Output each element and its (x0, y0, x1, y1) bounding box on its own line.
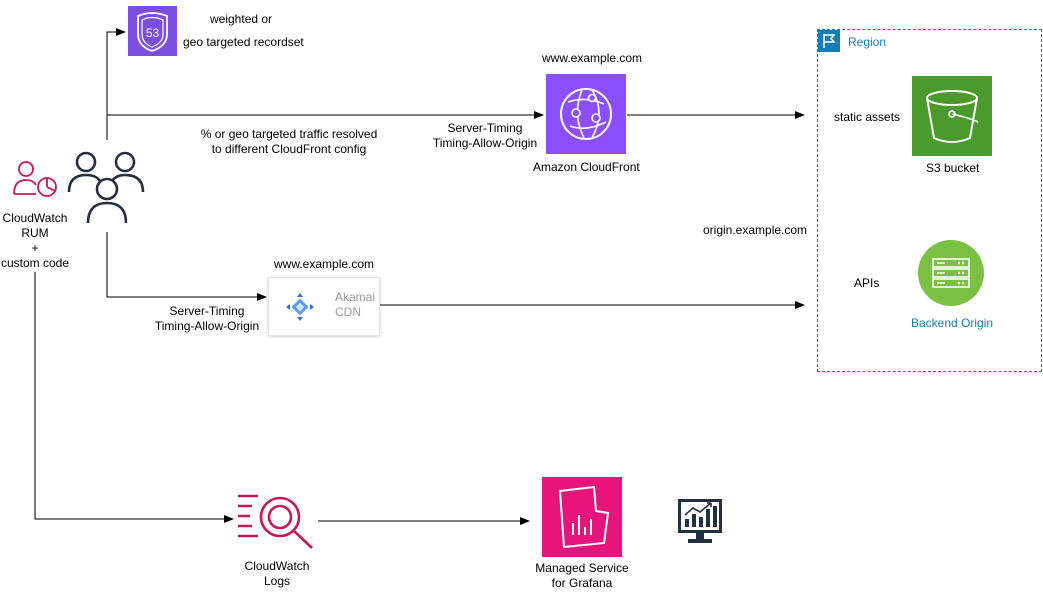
cloudfront-domain: www.example.com (542, 51, 643, 65)
region-boundary: Region (817, 29, 1042, 372)
rum-to-logs-line (34, 272, 234, 523)
cf-header-timing-allow-origin: Timing-Allow-Origin (432, 136, 538, 150)
cloudfront-icon (546, 74, 626, 154)
cloudwatch-logs-label-line1: CloudWatch (244, 559, 310, 573)
cf-header-server-timing: Server-Timing (447, 121, 523, 135)
route53-badge: 53 (146, 26, 160, 40)
route53-label-line1: weighted or (210, 12, 273, 26)
traffic-note-line1: % or geo targeted traffic resolved (200, 127, 378, 141)
rum-label-line2: RUM (21, 226, 49, 240)
akamai-header-server-timing: Server-Timing (169, 304, 245, 318)
backend-origin-label: Backend Origin (911, 316, 994, 330)
akamai-logo-icon (286, 293, 314, 321)
traffic-note-line2: to different CloudFront config (211, 142, 367, 156)
grafana-icon (542, 477, 622, 557)
rum-label-line1: CloudWatch (2, 211, 68, 225)
cloudwatch-rum-icon (13, 160, 59, 200)
backend-origin-icon (918, 240, 984, 306)
s3-bucket-label: S3 bucket (926, 161, 980, 175)
users-to-akamai-line (106, 232, 267, 301)
route53-icon: 53 (128, 6, 177, 56)
origin-domain: origin.example.com (703, 223, 808, 237)
apis-label: APIs (854, 276, 880, 290)
users-to-route53-line (106, 28, 126, 140)
akamai-cdn-box: Akamai CDN (268, 277, 380, 336)
cloudfront-name: Amazon CloudFront (533, 160, 640, 174)
region-flag-icon (818, 30, 840, 52)
akamai-label-line1: Akamai (335, 290, 376, 304)
s3-bucket-icon (912, 76, 992, 156)
cloudwatch-logs-icon (236, 490, 318, 552)
grafana-label-line1: Managed Service (535, 561, 629, 575)
cloudwatch-logs-label-line2: Logs (263, 574, 291, 588)
akamai-label-line2: CDN (335, 305, 361, 319)
akamai-domain: www.example.com (274, 257, 375, 271)
dashboard-monitor-icon (676, 497, 724, 545)
akamai-header-timing-allow-origin: Timing-Allow-Origin (154, 319, 260, 333)
static-assets-label: static assets (834, 110, 901, 124)
region-label: Region (848, 35, 887, 49)
route53-label-line2: geo targeted recordset (183, 35, 304, 49)
users-icon (66, 145, 148, 227)
grafana-label-line2: for Grafana (551, 576, 613, 590)
rum-label-line3: + (31, 241, 39, 255)
rum-label-line4: custom code (0, 256, 70, 270)
